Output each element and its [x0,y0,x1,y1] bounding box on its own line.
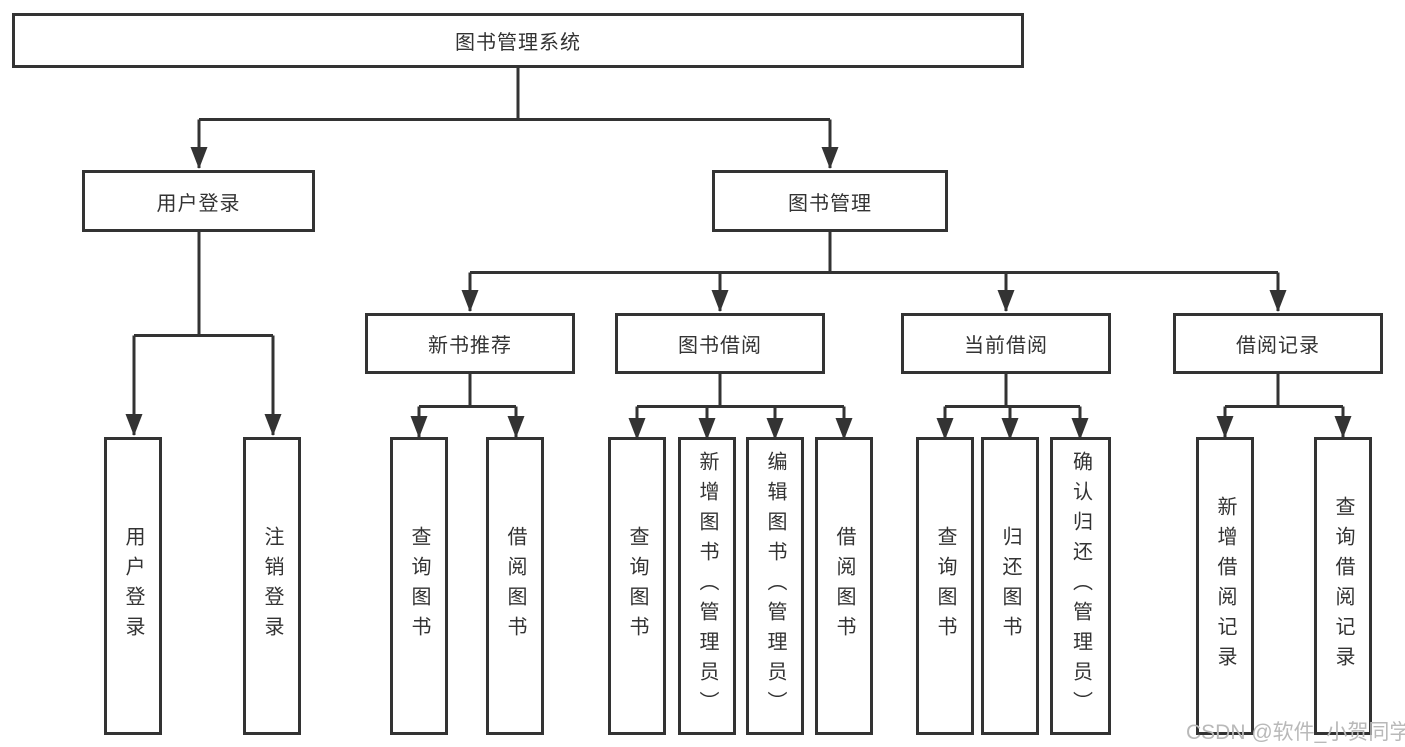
node-label: 图书借阅 [678,335,762,357]
node-label: 借阅图书 [833,526,855,646]
node-book-management: 图书管理 [712,170,948,232]
watermark: CSDN @软件_小贺同学 [1186,721,1405,744]
node-label: 新增图书（管理员） [696,451,718,721]
node-label: 查询图书 [408,526,430,646]
leaf-search-books-borrowing: 查询图书 [608,437,666,735]
node-new-book-recommendation: 新书推荐 [365,313,575,374]
node-label: 查询借阅记录 [1332,496,1354,676]
leaf-search-books-current: 查询图书 [916,437,974,735]
node-user-login: 用户登录 [82,170,315,232]
leaf-search-books-recommend: 查询图书 [390,437,448,735]
node-borrowing-records: 借阅记录 [1173,313,1383,374]
node-label: 确认归还（管理员） [1069,451,1092,721]
node-label: 当前借阅 [964,335,1048,357]
leaf-add-borrowing-record: 新增借阅记录 [1196,437,1254,735]
node-label: 归还图书 [999,526,1021,646]
node-label: 图书管理系统 [455,32,581,54]
leaf-add-books-admin: 新增图书（管理员） [678,437,736,735]
leaf-edit-books-admin: 编辑图书（管理员） [746,437,804,735]
node-label: 借阅记录 [1236,335,1320,357]
node-current-borrowing: 当前借阅 [901,313,1111,374]
node-label: 新增借阅记录 [1214,496,1236,676]
node-label: 用户登录 [156,192,241,215]
leaf-user-login: 用户登录 [104,437,162,735]
node-label: 查询图书 [626,526,648,646]
leaf-logout-login: 注销登录 [243,437,301,735]
node-label: 图书管理 [788,192,872,215]
node-label: 注销登录 [261,526,283,646]
node-label: 新书推荐 [428,335,512,357]
leaf-search-borrowing-record: 查询借阅记录 [1314,437,1372,735]
node-label: 借阅图书 [504,526,526,646]
leaf-confirm-return-admin: 确认归还（管理员） [1050,437,1111,735]
node-library-management-system: 图书管理系统 [12,13,1024,68]
node-book-borrowing: 图书借阅 [615,313,825,374]
leaf-borrow-books-recommend: 借阅图书 [486,437,544,735]
node-label: 编辑图书（管理员） [764,451,786,721]
node-label: 用户登录 [122,526,144,646]
leaf-return-books: 归还图书 [981,437,1039,735]
leaf-borrow-books: 借阅图书 [815,437,873,735]
node-label: 查询图书 [934,526,956,646]
